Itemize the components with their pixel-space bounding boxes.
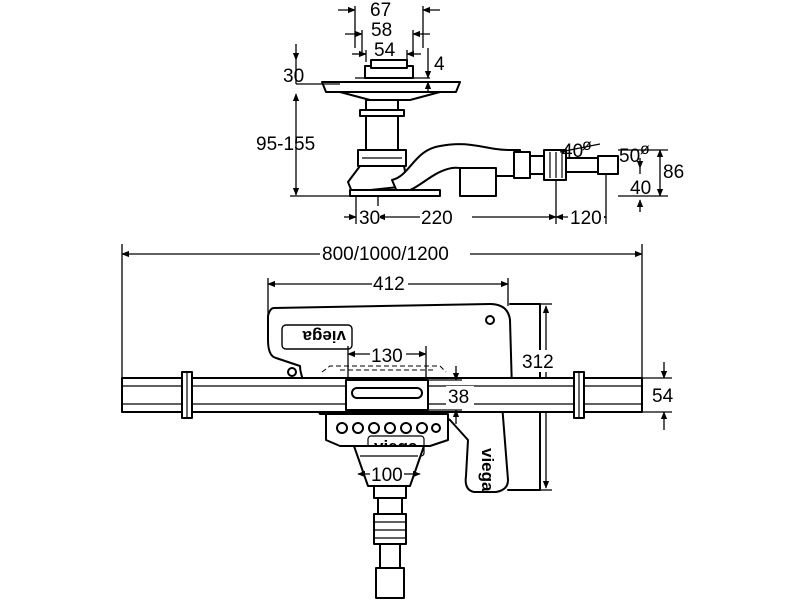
hole: [384, 422, 396, 434]
dim-54-label: 54: [652, 386, 674, 407]
plan-view: 800/1000/1200 viega viega 412 312 130: [121, 242, 674, 599]
dim-length-label: 800/1000/1200: [322, 244, 449, 265]
dim-130-label: 130: [371, 346, 403, 367]
dim-30-flange-label: 30: [283, 66, 304, 87]
brand-text: viega: [478, 448, 497, 492]
hole: [336, 422, 348, 434]
hole: [368, 422, 380, 434]
grate-top: [370, 59, 408, 69]
drain-slot: [351, 387, 423, 399]
brand-logo-mirrored: viega: [281, 324, 353, 350]
dim-100-label: 100: [371, 465, 403, 486]
label-bg: [568, 206, 604, 226]
plate-cone: [339, 91, 441, 101]
pipe-40-dim: 40 ø: [559, 137, 601, 162]
hole: [400, 422, 412, 434]
label-bg: [358, 206, 380, 226]
label-bg: [520, 350, 558, 372]
dim-38-label: 38: [448, 387, 469, 408]
outlet-pipe-lower: [379, 543, 401, 569]
dim-58-label: 58: [371, 20, 392, 41]
outlet-pipe-upper: [377, 497, 403, 515]
trap-bend: [391, 143, 521, 195]
brand-logo-side: viega: [478, 448, 497, 492]
dim-86-label: 86: [663, 162, 684, 183]
label-bg: [320, 242, 470, 264]
floor-plate: [321, 81, 461, 93]
trap-foot: [349, 189, 441, 197]
dim-220-label: 220: [421, 208, 453, 229]
dim-50-pipe-label: 50: [619, 146, 640, 167]
dim-312-label: 312: [522, 352, 554, 373]
mount-hole: [485, 315, 495, 325]
hidden-outline: [321, 365, 447, 373]
riser-pipe: [365, 99, 399, 153]
label-bg: [372, 272, 408, 294]
label-bg: [370, 344, 406, 366]
outlet-pipe-end: [375, 567, 405, 599]
dim-67-label: 67: [370, 0, 391, 21]
brand-text: viega: [302, 327, 346, 346]
dim-height-label: 95-155: [256, 134, 315, 155]
dim-412-label: 412: [373, 274, 405, 295]
dim-4-label: 4: [434, 54, 445, 75]
hole: [352, 422, 364, 434]
dim-leader: [559, 143, 601, 153]
side-elevation-view: 67 58 54 4 30 95-155 40 ø 50 ø: [256, 0, 684, 229]
outlet-collar: [373, 485, 407, 499]
dim-30-bottom-label: 30: [359, 208, 380, 229]
dim-54-label: 54: [374, 40, 396, 61]
outlet-coupler-plan: [373, 513, 407, 545]
hole: [431, 423, 441, 433]
riser-ring: [359, 109, 405, 117]
outlet-nut: [513, 151, 531, 179]
trap-support: [459, 167, 497, 197]
outlet-pipe-50: [597, 155, 619, 175]
pipe-50-dim: 50 ø: [619, 141, 650, 167]
trap-holes: [336, 422, 441, 434]
dim-120-label: 120: [570, 208, 602, 229]
label-bg: [446, 386, 474, 406]
diameter-symbol: ø: [582, 137, 592, 154]
dim-40-right-label: 40: [630, 178, 651, 199]
label-bg: [420, 206, 472, 226]
mount-hole: [287, 367, 297, 377]
dim-40-pipe-label: 40: [562, 141, 583, 162]
hole: [416, 422, 428, 434]
label-bg: [370, 464, 404, 484]
